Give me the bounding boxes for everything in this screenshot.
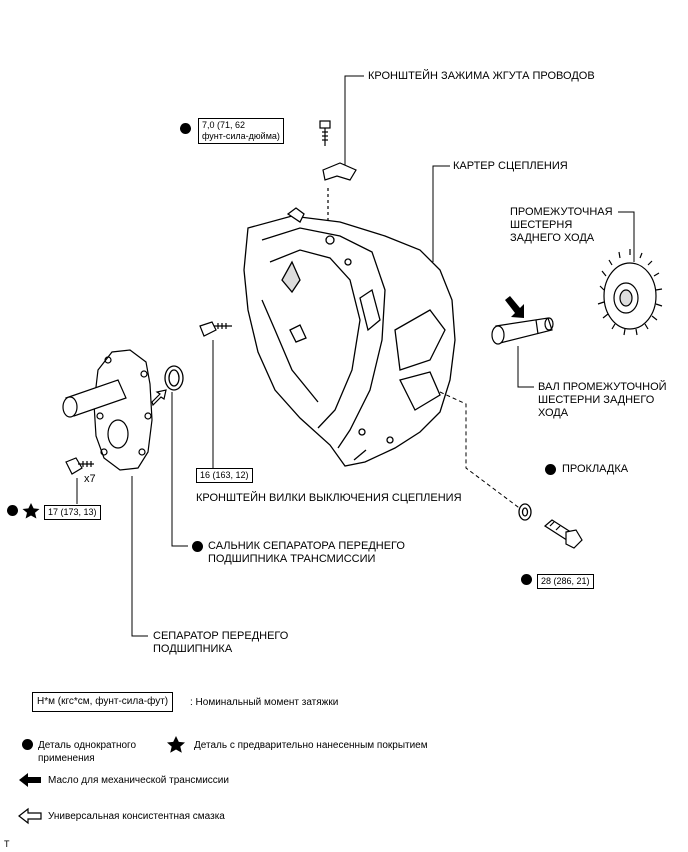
footer-mark: T <box>4 839 10 849</box>
label-clutch-housing: КАРТЕР СЦЕПЛЕНИЯ <box>453 160 568 172</box>
leader-clutch-housing <box>432 165 450 262</box>
legend-mt-oil: Масло для механической трансмиссии <box>48 775 229 786</box>
non-reusable-dot-icon <box>180 123 191 134</box>
label-release-fork-bracket: КРОНШТЕЙН ВИЛКИ ВЫКЛЮЧЕНИЯ СЦЕПЛЕНИЯ <box>196 492 462 504</box>
torque-harness-bolt: 7,0 (71, 62 фунт-сила-дюйма) <box>198 118 284 144</box>
retainer-bolt-part <box>65 457 94 475</box>
label-gasket: ПРОКЛАДКА <box>562 463 629 475</box>
label-oil-seal: САЛЬНИК СЕПАРАТОРА ПЕРЕДНЕГО ПОДШИПНИКА … <box>208 540 405 565</box>
reverse-idler-gear-part <box>597 249 663 336</box>
label-harness-bracket: КРОНШТЕЙН ЗАЖИМА ЖГУТА ПРОВОДОВ <box>368 70 595 82</box>
harness-bolt <box>319 120 331 146</box>
legend-precoated: Деталь с предварительно нанесенным покры… <box>194 740 428 751</box>
legend-non-reusable: Деталь однократного применения <box>38 740 137 764</box>
front-bearing-retainer-part <box>62 349 153 471</box>
reverse-idler-shaft-part <box>491 317 554 345</box>
leader-harness-bracket <box>344 75 364 168</box>
gasket-dot-icon <box>545 464 556 475</box>
legend-oil-arrow-icon <box>19 773 41 787</box>
precoated-star-icon <box>22 503 40 519</box>
legend-dot-icon <box>22 739 33 750</box>
housing-bolt-dot-icon <box>521 574 532 585</box>
leader-idler-gear <box>618 211 635 262</box>
leader-oil-seal <box>171 392 188 547</box>
leader-gasket-dashed <box>439 391 523 511</box>
oil-arrow-icon <box>505 296 524 318</box>
label-reverse-idler-shaft: ВАЛ ПРОМЕЖУТОЧНОЙ ШЕСТЕРНИ ЗАДНЕГО ХОДА <box>538 381 667 419</box>
legend-grease-arrow-icon <box>18 807 42 825</box>
leader-bearing-retainer <box>131 476 148 637</box>
retainer-dot-icon <box>7 505 18 516</box>
star-icon <box>167 736 185 753</box>
leader-idler-shaft <box>517 346 534 388</box>
torque-retainer-bolts: 17 (173, 13) <box>44 505 101 520</box>
legend-grease: Универсальная консистентная смазка <box>48 811 225 822</box>
clutch-housing-part <box>243 207 456 467</box>
label-reverse-idler-gear: ПРОМЕЖУТОЧНАЯ ШЕСТЕРНЯ ЗАДНЕГО ХОДА <box>510 206 613 244</box>
fork-bracket-stud <box>199 321 232 337</box>
torque-fork-bracket: 16 (163, 12) <box>196 468 253 483</box>
legend-torque-unit-text: : Номинальный момент затяжки <box>190 697 339 708</box>
gasket-part <box>518 503 532 521</box>
torque-housing-bolt: 28 (286, 21) <box>537 574 594 589</box>
label-front-bearing-retainer: СЕПАРАТОР ПЕРЕДНЕГО ПОДШИПНИКА <box>153 630 289 655</box>
legend-torque-unit-box: Н*м (кгс*см, фунт-сила-фут) <box>32 692 174 712</box>
label-bolt-count: x7 <box>84 473 96 485</box>
oil-seal-part <box>164 365 184 391</box>
housing-bolt-part <box>543 519 583 549</box>
grease-arrow-icon <box>151 389 167 407</box>
harness-bracket-part <box>322 162 357 222</box>
oil-seal-dot-icon <box>192 541 203 552</box>
